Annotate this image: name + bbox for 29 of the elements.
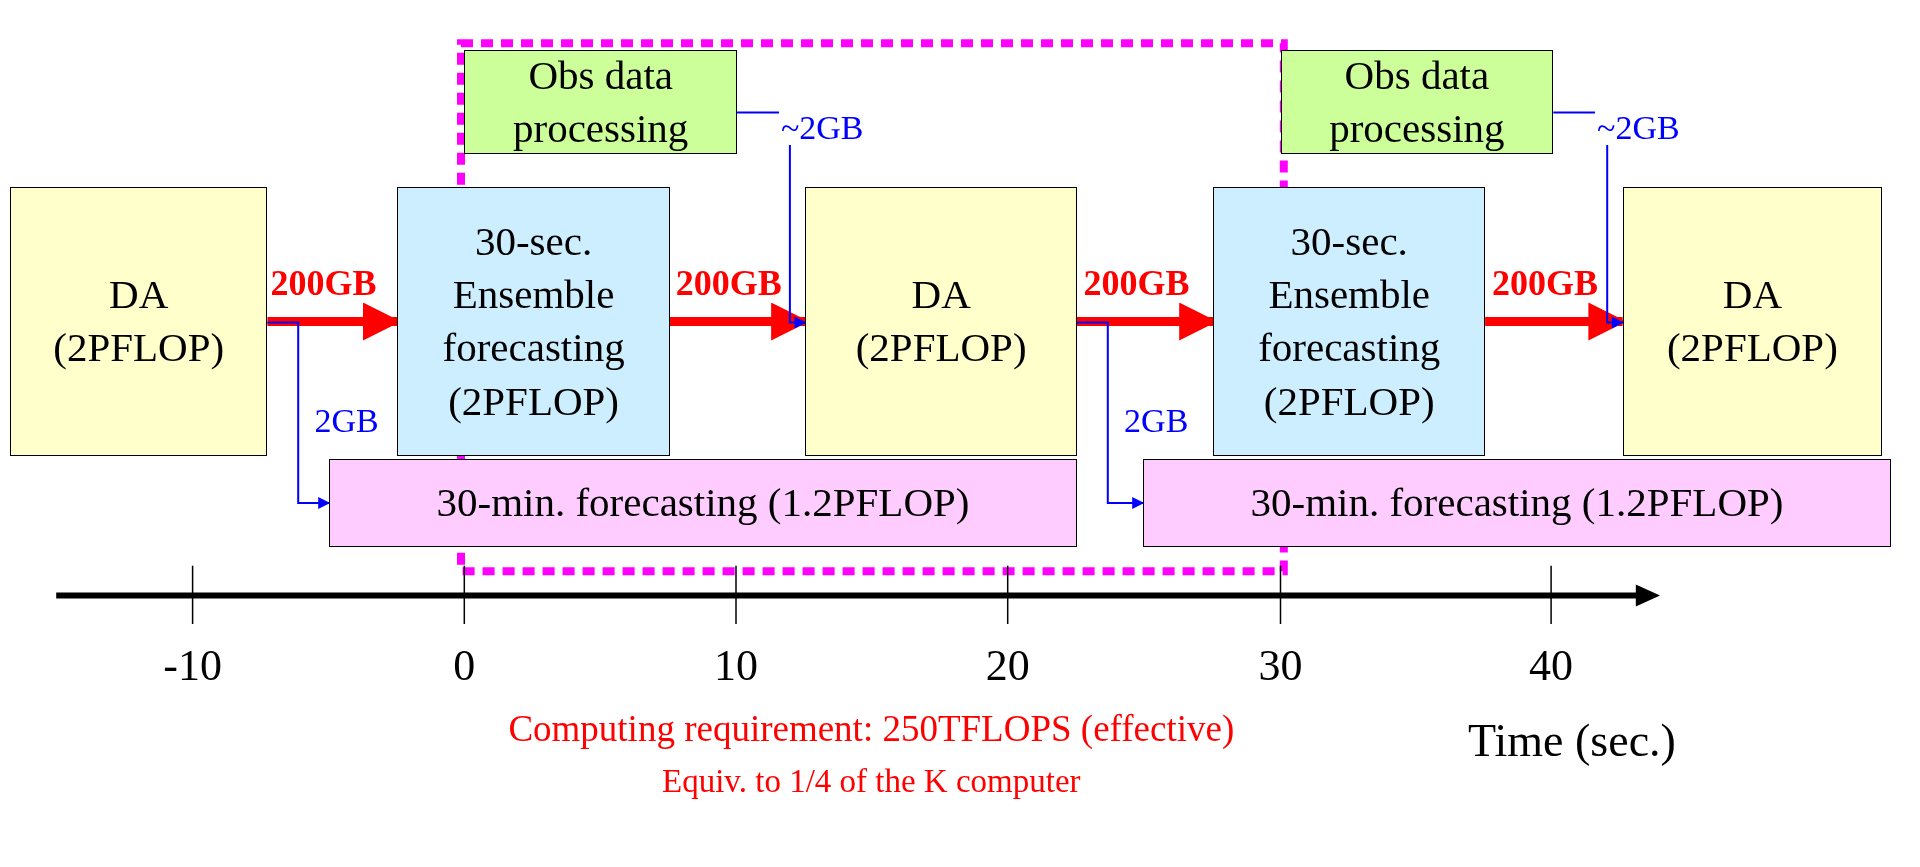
axis-tick-label: 0 <box>453 643 476 688</box>
box-label: DA (2PFLOP) <box>1665 270 1839 373</box>
box-label: DA (2PFLOP) <box>854 270 1028 373</box>
box-label: Obs data processing <box>1328 50 1506 154</box>
box-label: 30-min. forecasting (1.2PFLOP) <box>436 478 970 528</box>
axis-tick-label: -10 <box>163 643 222 688</box>
arrow <box>1076 321 1145 509</box>
process-box <box>1280 49 1554 155</box>
axis-tick-label: 20 <box>985 643 1030 688</box>
note-text: Computing requirement: 250TFLOPS (effective) <box>508 709 1235 747</box>
process-bar <box>1143 459 1891 547</box>
process-box <box>397 187 670 456</box>
axis-tick-label: 30 <box>1258 643 1303 688</box>
process-box <box>1213 187 1486 456</box>
process-box <box>1622 187 1883 456</box>
box-label: 30-sec. Ensemble forecasting (2PFLOP) <box>441 216 626 426</box>
process-box <box>464 49 738 155</box>
box-label: DA (2PFLOP) <box>52 270 226 373</box>
box-label: Obs data processing <box>512 50 690 154</box>
process-box <box>10 187 268 456</box>
box-label: 30-sec. Ensemble forecasting (2PFLOP) <box>1257 216 1442 426</box>
axis-tick-label: 10 <box>714 643 758 688</box>
process-bar <box>329 459 1077 547</box>
note-text: Equiv. to 1/4 of the K computer <box>662 764 1081 798</box>
arrow <box>266 321 331 509</box>
box-label: 30-min. forecasting (1.2PFLOP) <box>1250 478 1784 528</box>
process-box <box>805 187 1077 456</box>
axis-tick-label: 40 <box>1529 643 1574 688</box>
axis-title: Time (sec.) <box>1468 717 1676 764</box>
